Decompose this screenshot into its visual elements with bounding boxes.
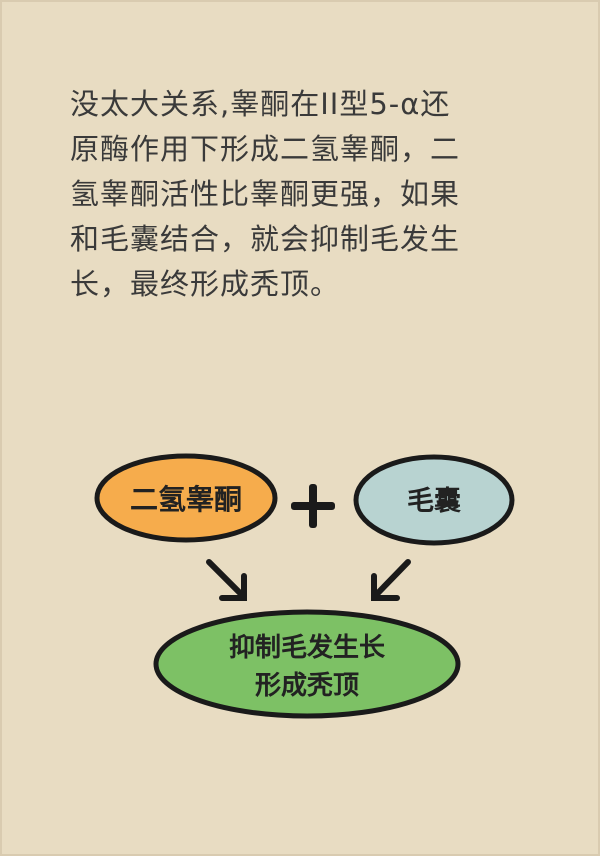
paragraph-line-1: 没太大关系,睾酮在II型5-α还	[70, 87, 451, 121]
node-result-shape	[153, 609, 461, 719]
node-result-label-line-2: 形成秃顶	[255, 671, 359, 701]
plus-sign	[291, 484, 335, 528]
arrow-left-shaft	[206, 559, 245, 598]
node-hair-follicle-label: 毛囊	[407, 486, 461, 517]
arrow-right-shaft	[373, 559, 411, 598]
paragraph-line-5: 长，最终形成秃顶。	[70, 267, 341, 301]
node-result: 抑制毛发生长 形成秃顶	[153, 609, 461, 719]
plus-sign-vertical	[309, 484, 317, 528]
arrow-left-head	[219, 573, 247, 601]
node-dihydrotestosterone-shape	[94, 453, 278, 543]
paragraph-line-3: 氢睾酮活性比睾酮更强，如果	[70, 177, 461, 211]
arrow-right-to-result	[371, 559, 411, 601]
paragraph-line-2: 原酶作用下形成二氢睾酮，二	[70, 132, 461, 166]
paragraph-line-4: 和毛囊结合，就会抑制毛发生	[70, 222, 461, 256]
node-dihydrotestosterone-label: 二氢睾酮	[130, 483, 242, 516]
explanation-paragraph: 没太大关系,睾酮在II型5-α还 原酶作用下形成二氢睾酮，二 氢睾酮活性比睾酮更…	[70, 82, 540, 307]
arrow-left-to-result	[206, 559, 247, 601]
node-hair-follicle: 毛囊	[353, 454, 515, 546]
node-hair-follicle-shape	[353, 454, 515, 546]
arrow-right-head	[371, 573, 400, 601]
node-result-label-line-1: 抑制毛发生长	[229, 632, 386, 663]
node-dihydrotestosterone: 二氢睾酮	[94, 453, 278, 543]
